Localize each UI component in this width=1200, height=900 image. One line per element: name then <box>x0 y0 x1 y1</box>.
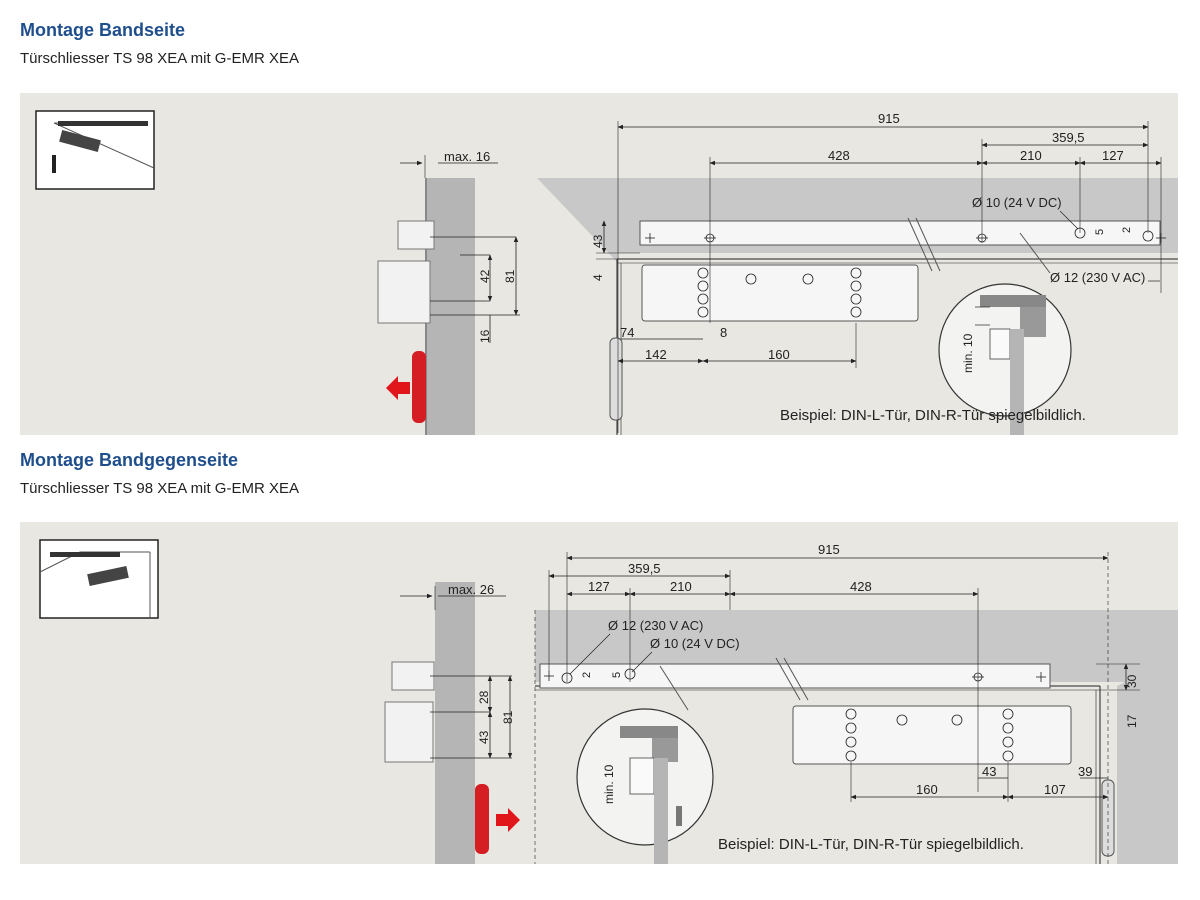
dim-max16: max. 16 <box>444 149 490 164</box>
mounting-rail <box>639 220 1161 246</box>
dim-428: 428 <box>828 148 850 163</box>
dim-428: 428 <box>850 579 872 594</box>
label-ac: Ø 12 (230 V AC) <box>608 618 703 633</box>
diagram-bandseite: max. 16 42 81 16 915 359,5 428 210 <box>35 110 1178 435</box>
rail-holes <box>544 668 1046 762</box>
dim-127: 127 <box>1102 148 1124 163</box>
diagram-panel-bandgegenseite: max. 26 28 43 81 915 359,5 127 210 428 <box>20 522 1178 864</box>
diagram-panel-bandseite: max. 16 42 81 16 915 359,5 428 210 <box>20 93 1178 435</box>
dim-min10: min. 10 <box>961 333 975 373</box>
dim-30: 30 <box>1125 674 1139 688</box>
note-mirror: Beispiel: DIN-L-Tür, DIN-R-Tür spiegelbi… <box>718 836 1024 853</box>
dim-4: 4 <box>591 274 605 281</box>
dim-max26: max. 26 <box>448 582 494 597</box>
door-closer-body <box>641 264 919 322</box>
direction-arrow-icon <box>386 376 410 400</box>
dim-2: 2 <box>581 672 593 678</box>
note-mirror: Beispiel: DIN-L-Tür, DIN-R-Tür spiegelbi… <box>780 407 1086 424</box>
dim-17: 17 <box>1125 714 1139 728</box>
dim-359-5: 359,5 <box>1052 130 1085 145</box>
mounting-thumbnail-icon <box>35 110 155 190</box>
dim-43: 43 <box>591 234 605 248</box>
door-closer-body <box>792 705 1072 765</box>
section-title-bandseite: Montage Bandseite <box>20 20 186 40</box>
dim-160: 160 <box>916 782 938 797</box>
hinge-red <box>386 351 426 423</box>
dim-42: 42 <box>478 269 492 283</box>
dim-5: 5 <box>611 672 623 678</box>
section-subtitle-bandseite: Türschliesser TS 98 XEA mit G-EMR XEA <box>20 50 299 67</box>
dim-160: 160 <box>768 347 790 362</box>
dim-210: 210 <box>1020 148 1042 163</box>
section-subtitle-bandgegenseite: Türschliesser TS 98 XEA mit G-EMR XEA <box>20 480 299 497</box>
dim-74: 74 <box>620 325 634 340</box>
dim-min10: min. 10 <box>602 764 616 804</box>
dim-915: 915 <box>818 542 840 557</box>
dim-210: 210 <box>670 579 692 594</box>
label-ac: Ø 12 (230 V AC) <box>1050 270 1145 285</box>
diagram-bandgegenseite: max. 26 28 43 81 915 359,5 127 210 428 <box>39 539 1178 864</box>
dim-43b: 43 <box>982 764 996 779</box>
label-dc: Ø 10 (24 V DC) <box>650 636 740 651</box>
dim-16: 16 <box>478 329 492 343</box>
detail-circle: min. 10 <box>938 283 1072 435</box>
wall-section <box>384 582 512 864</box>
dim-107: 107 <box>1044 782 1066 797</box>
direction-arrow-icon <box>496 808 520 832</box>
hinge <box>609 337 623 421</box>
dim-5: 5 <box>1094 229 1106 235</box>
dim-142: 142 <box>645 347 667 362</box>
dim-81: 81 <box>503 269 517 283</box>
section-title-bandgegenseite: Montage Bandgegenseite <box>20 450 239 470</box>
dim-81: 81 <box>501 710 515 724</box>
dim-43: 43 <box>477 730 491 744</box>
dim-359-5: 359,5 <box>628 561 661 576</box>
dim-2: 2 <box>1121 227 1133 233</box>
label-dc: Ø 10 (24 V DC) <box>972 195 1062 210</box>
hinge-red <box>475 784 520 854</box>
dim-28: 28 <box>477 690 491 704</box>
dim-127: 127 <box>588 579 610 594</box>
detail-circle: min. 10 <box>576 708 714 864</box>
dim-8: 8 <box>720 325 727 340</box>
wall-section <box>377 178 520 435</box>
mounting-thumbnail-icon <box>39 539 159 619</box>
dim-39: 39 <box>1078 764 1092 779</box>
dim-915: 915 <box>878 111 900 126</box>
